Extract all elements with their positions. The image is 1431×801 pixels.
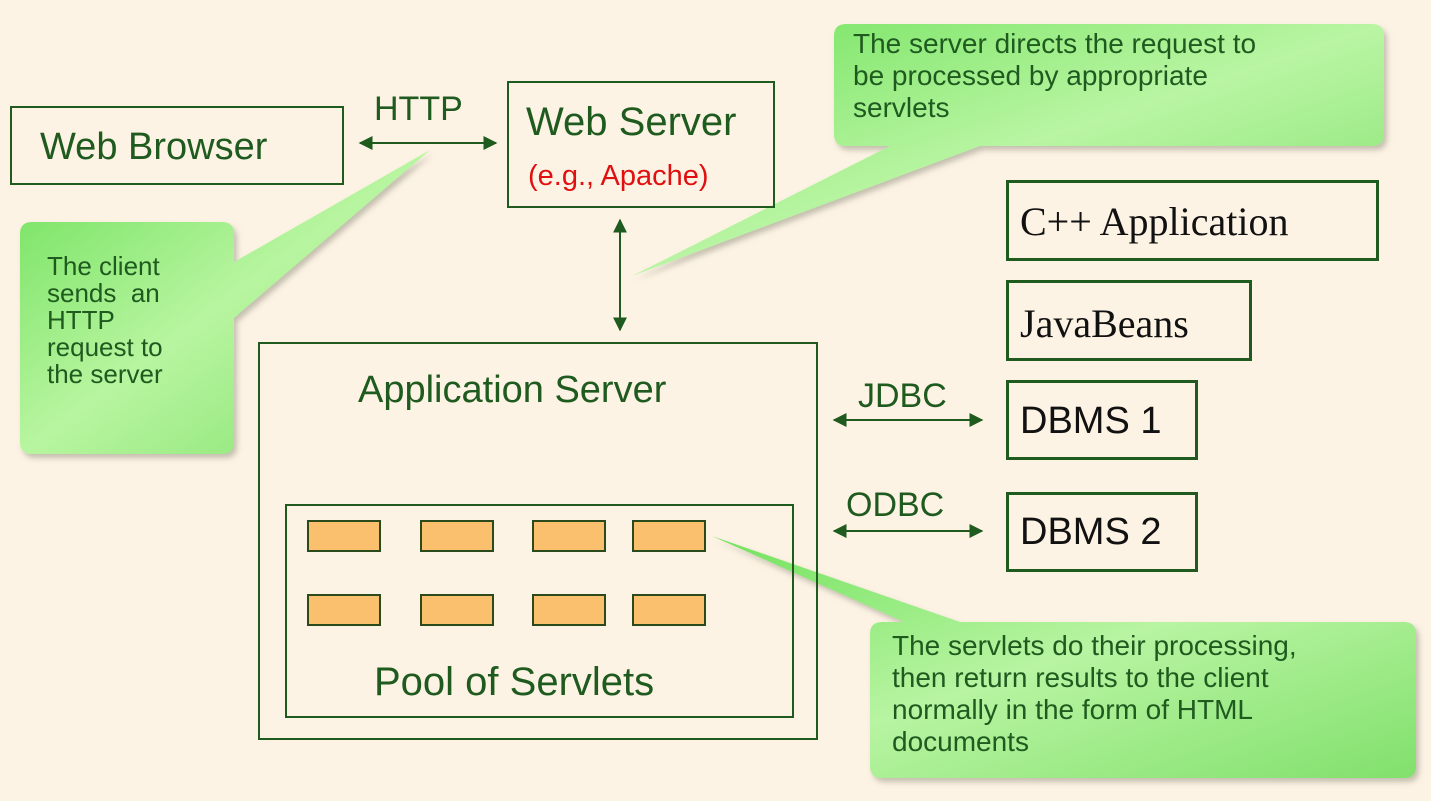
web-server-example: (e.g., Apache) bbox=[528, 160, 709, 192]
callout-line: sends an bbox=[47, 278, 160, 308]
servlet bbox=[420, 594, 494, 626]
dbms2-box bbox=[1006, 492, 1198, 572]
servlet bbox=[532, 594, 606, 626]
servlet bbox=[632, 594, 706, 626]
application-server-label: Application Server bbox=[358, 369, 667, 411]
cpp-application-box bbox=[1006, 180, 1379, 261]
callout-line: be processed by appropriate bbox=[853, 60, 1208, 91]
server-callout-shape bbox=[632, 24, 1384, 276]
odbc-label: ODBC bbox=[846, 486, 945, 524]
servlet bbox=[420, 520, 494, 552]
dbms2-label: DBMS 2 bbox=[1020, 511, 1162, 553]
servlet bbox=[307, 594, 381, 626]
servlet bbox=[632, 520, 706, 552]
http-label: HTTP bbox=[374, 90, 463, 128]
client-callout bbox=[20, 150, 430, 454]
web-browser-box bbox=[10, 106, 344, 185]
callout-line: then return results to the client bbox=[892, 662, 1269, 693]
servlets-callout bbox=[712, 536, 1416, 778]
cpp-application-label: C++ Application bbox=[1020, 199, 1289, 244]
servlet-pool-label: Pool of Servlets bbox=[374, 660, 655, 704]
servlet bbox=[532, 520, 606, 552]
server-callout bbox=[632, 24, 1384, 276]
servlets-callout-text: The servlets do their processing, then r… bbox=[892, 630, 1297, 758]
servlet bbox=[307, 520, 381, 552]
jdbc-label: JDBC bbox=[858, 377, 947, 415]
callout-line: The servlets do their processing, bbox=[892, 630, 1297, 661]
server-callout-text: The server directs the request to be pro… bbox=[853, 28, 1256, 124]
callout-line: HTTP bbox=[47, 305, 115, 335]
web-server-box bbox=[507, 81, 775, 208]
callout-line: the server bbox=[47, 359, 163, 389]
callout-line: documents bbox=[892, 726, 1029, 757]
callout-line: request to bbox=[47, 332, 163, 362]
servlets-callout-shape bbox=[712, 536, 1416, 778]
callout-line: The client bbox=[47, 251, 160, 281]
dbms1-label: DBMS 1 bbox=[1020, 400, 1162, 442]
dbms1-box bbox=[1006, 380, 1198, 460]
callout-line: normally in the form of HTML bbox=[892, 694, 1253, 725]
callout-line: The server directs the request to bbox=[853, 28, 1257, 59]
web-browser-label: Web Browser bbox=[40, 126, 268, 168]
javabeans-label: JavaBeans bbox=[1020, 301, 1189, 346]
client-callout-shape bbox=[20, 150, 430, 454]
callout-line: servlets bbox=[853, 92, 950, 123]
javabeans-box bbox=[1006, 280, 1252, 361]
client-callout-text: The client sends an HTTP request to the … bbox=[47, 253, 163, 388]
servlet-pool-box bbox=[285, 504, 794, 718]
application-server-box bbox=[258, 342, 818, 740]
web-server-label: Web Server bbox=[526, 100, 737, 144]
